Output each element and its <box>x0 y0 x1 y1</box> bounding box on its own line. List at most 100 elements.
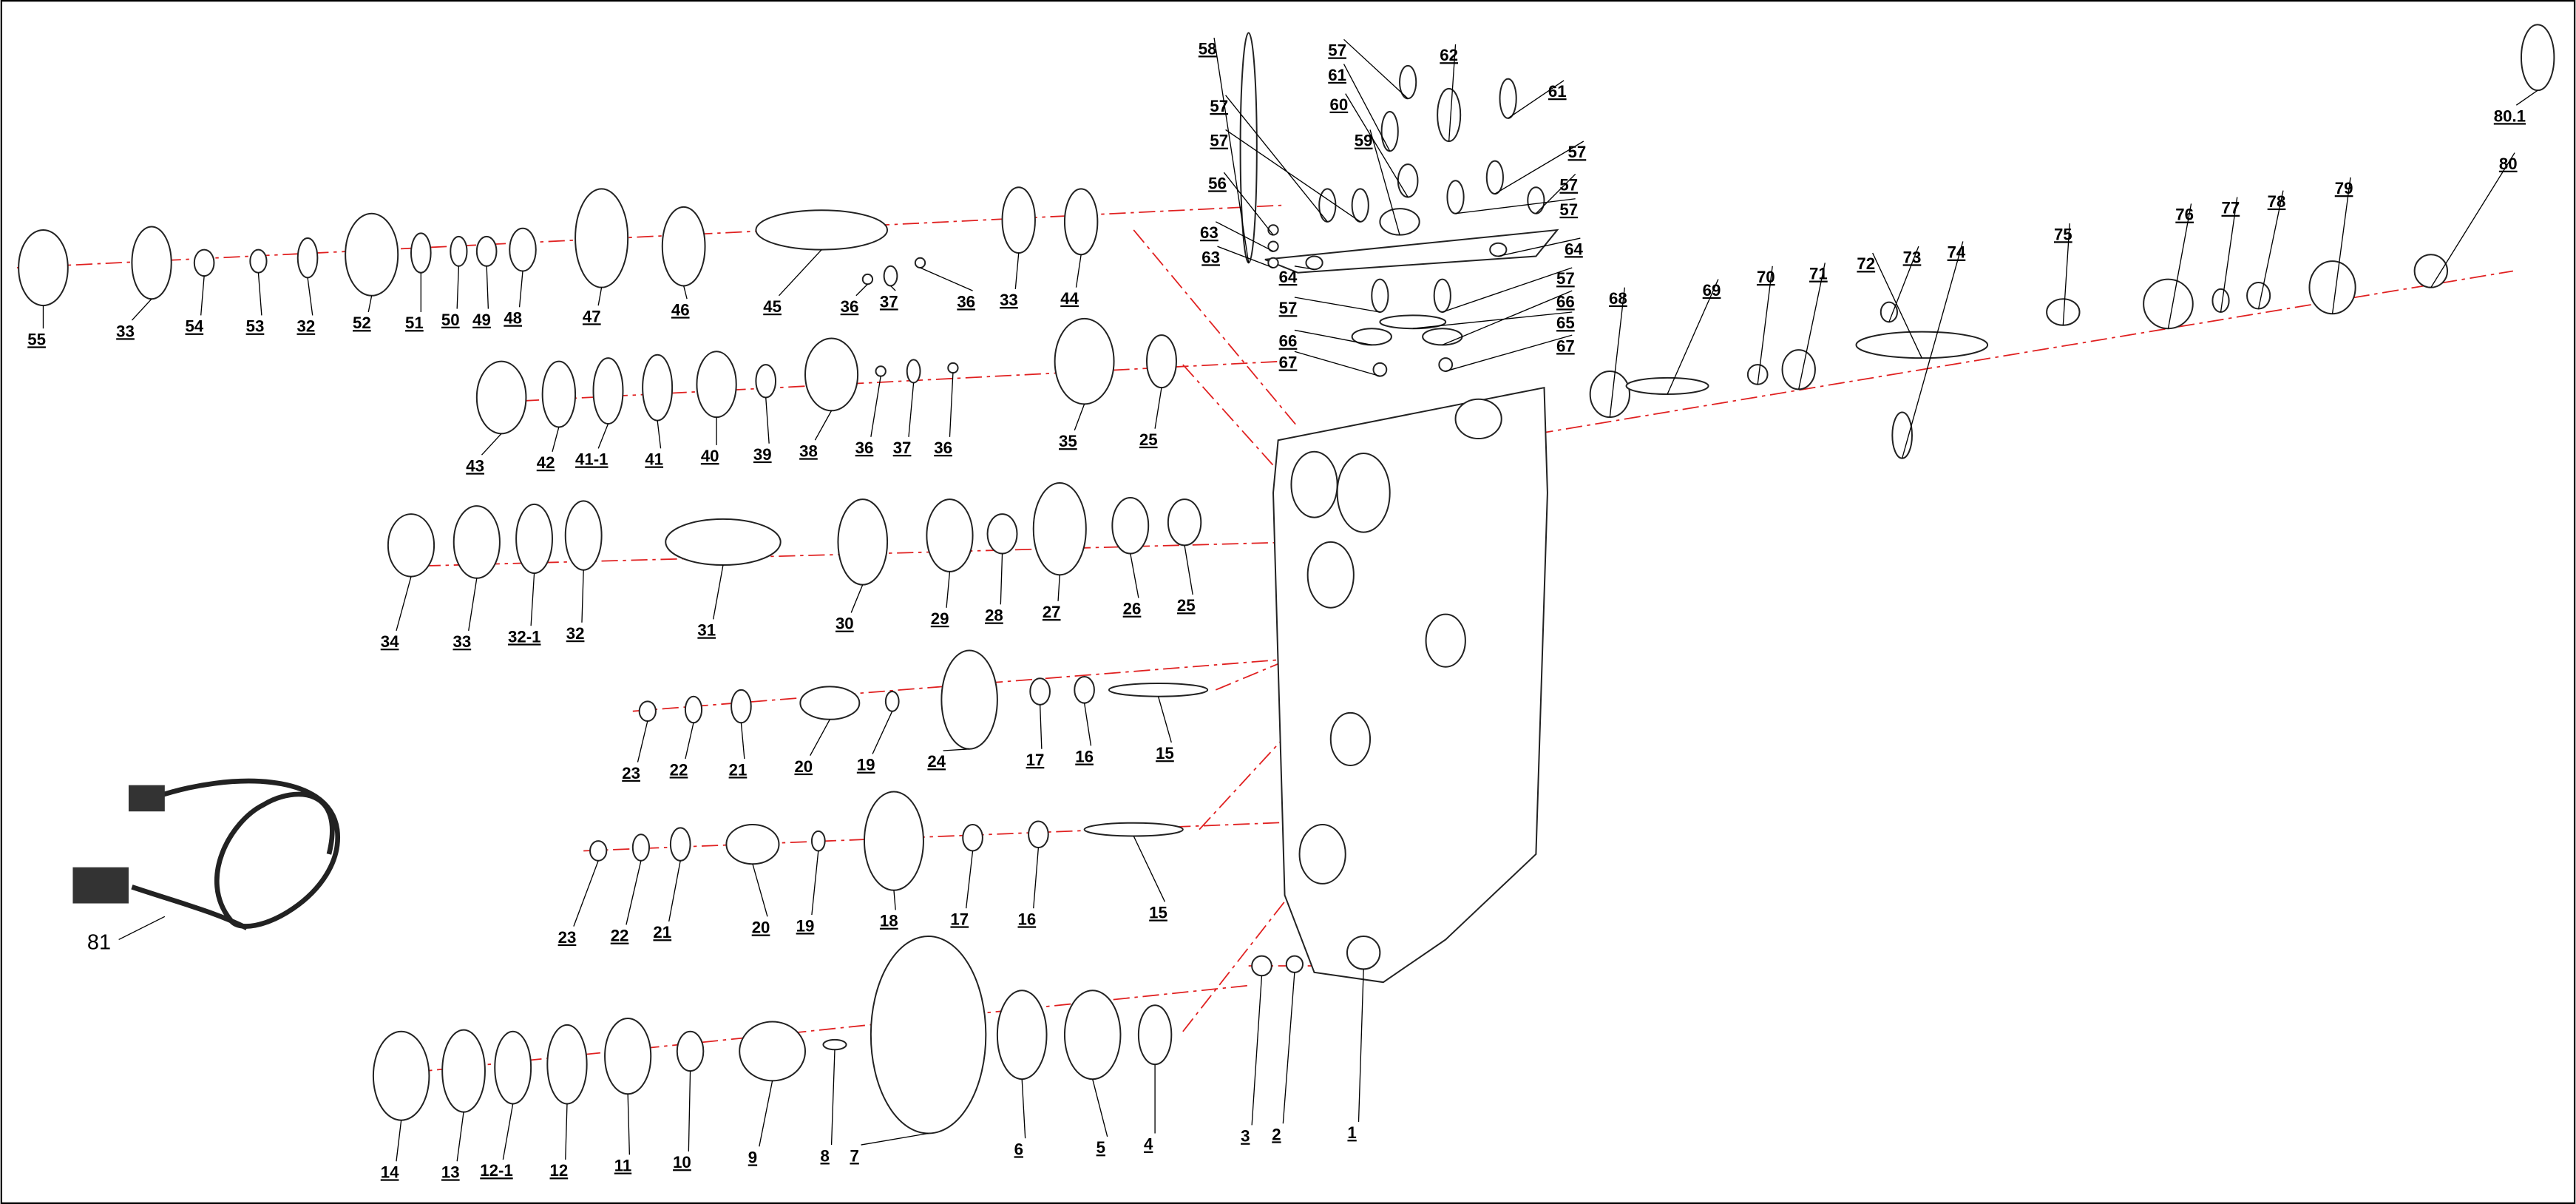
part-label-66: 66 <box>1279 332 1298 351</box>
leader-line <box>1294 297 1380 313</box>
part-72-icon <box>1855 331 1989 359</box>
part-label-41-1: 41-1 <box>575 450 608 469</box>
part-label-50: 50 <box>441 311 460 329</box>
part-62-icon <box>1437 87 1462 143</box>
part-label-55: 55 <box>27 330 46 348</box>
leader-line <box>1888 246 1919 322</box>
leader-line <box>657 420 662 449</box>
part-label-63: 63 <box>1201 248 1220 266</box>
part-label-19: 19 <box>796 916 815 935</box>
part-label-37: 37 <box>893 439 912 457</box>
leader-line <box>1217 246 1274 268</box>
leader-line <box>1223 172 1274 236</box>
part-57-icon <box>1485 160 1504 195</box>
part-33-icon <box>453 505 501 579</box>
leader-line <box>1609 287 1625 418</box>
part-36-icon <box>861 273 874 285</box>
part-37-icon <box>906 359 921 384</box>
leader-line <box>1535 173 1576 214</box>
part-label-36: 36 <box>855 439 874 457</box>
leader-line <box>850 584 864 613</box>
part-label-62: 62 <box>1440 46 1458 64</box>
part-49-icon <box>475 235 498 267</box>
leader-line <box>597 287 603 306</box>
leader-line <box>810 719 830 756</box>
part-5-icon <box>1063 990 1122 1080</box>
part-label-61: 61 <box>1548 82 1567 101</box>
part-label-57: 57 <box>1559 200 1578 219</box>
part-32-1-icon <box>515 503 553 575</box>
part-label-72: 72 <box>1857 254 1875 273</box>
part-label-79: 79 <box>2335 179 2353 197</box>
part-25-icon <box>1145 334 1177 389</box>
leader-line <box>1294 329 1372 346</box>
part-12-1-icon <box>494 1030 532 1105</box>
leader-line <box>830 1049 835 1146</box>
part-label-57: 57 <box>1559 176 1578 195</box>
part-label-53: 53 <box>246 317 265 336</box>
leader-line <box>893 890 896 910</box>
leader-line <box>1442 267 1573 313</box>
part-25-icon <box>1167 498 1202 547</box>
part-label-33: 33 <box>1000 291 1018 309</box>
part-68-icon <box>1589 370 1630 419</box>
leader-line <box>2167 203 2192 329</box>
part-label-27: 27 <box>1043 603 1061 621</box>
part-label-57: 57 <box>1210 132 1228 150</box>
part-30-icon <box>837 498 889 586</box>
part-label-16: 16 <box>1075 748 1094 766</box>
leader-line <box>396 576 412 632</box>
part-label-17: 17 <box>950 910 969 928</box>
part-label-31: 31 <box>697 621 716 640</box>
part-44-icon <box>1063 188 1099 256</box>
part-55-icon <box>18 229 69 307</box>
leader-lines <box>42 37 2538 1162</box>
leader-line <box>2257 190 2284 309</box>
part-60-icon <box>1397 163 1419 198</box>
part-57-icon <box>1371 278 1389 313</box>
part-label-19: 19 <box>857 756 875 774</box>
part-34-icon <box>387 513 435 578</box>
part-label-52: 52 <box>353 314 371 332</box>
part-41-icon <box>642 354 674 422</box>
leader-line <box>1021 1079 1026 1139</box>
leader-line <box>811 850 819 916</box>
part-label-18: 18 <box>880 912 898 930</box>
leader-line <box>1442 290 1573 346</box>
part-label-44: 44 <box>1060 289 1079 308</box>
leader-line <box>1902 241 1964 459</box>
part-67-icon <box>1372 362 1388 377</box>
part-label-15: 15 <box>1149 904 1167 922</box>
leader-line <box>814 410 833 441</box>
leader-line <box>552 427 560 452</box>
part-label-47: 47 <box>583 307 601 325</box>
leader-line <box>872 711 893 754</box>
leader-line <box>920 267 973 291</box>
part-label-81: 81 <box>87 931 111 955</box>
part-label-75: 75 <box>2054 225 2072 243</box>
part-51-icon <box>410 232 432 274</box>
part-19-icon <box>810 830 826 852</box>
part-label-71: 71 <box>1809 265 1828 283</box>
part-label-21: 21 <box>729 760 748 779</box>
part-28-icon <box>986 513 1018 555</box>
leader-line <box>597 423 609 449</box>
part-label-67: 67 <box>1279 354 1298 372</box>
part-label-51: 51 <box>405 314 424 332</box>
part-label-56: 56 <box>1208 174 1227 192</box>
part-label-32: 32 <box>566 624 585 643</box>
leader-line <box>530 573 535 626</box>
leader-line <box>2430 152 2515 288</box>
leader-line <box>1039 704 1043 749</box>
top-cover-plate <box>1264 229 1559 274</box>
part-38-icon <box>804 337 859 412</box>
part-label-38: 38 <box>799 442 818 460</box>
leader-line <box>1494 141 1584 195</box>
part-label-57: 57 <box>1210 97 1228 115</box>
part-15-icon <box>1083 822 1184 837</box>
part-label-20: 20 <box>794 757 813 776</box>
part-label-10: 10 <box>673 1153 691 1171</box>
leader-line <box>565 1103 568 1160</box>
